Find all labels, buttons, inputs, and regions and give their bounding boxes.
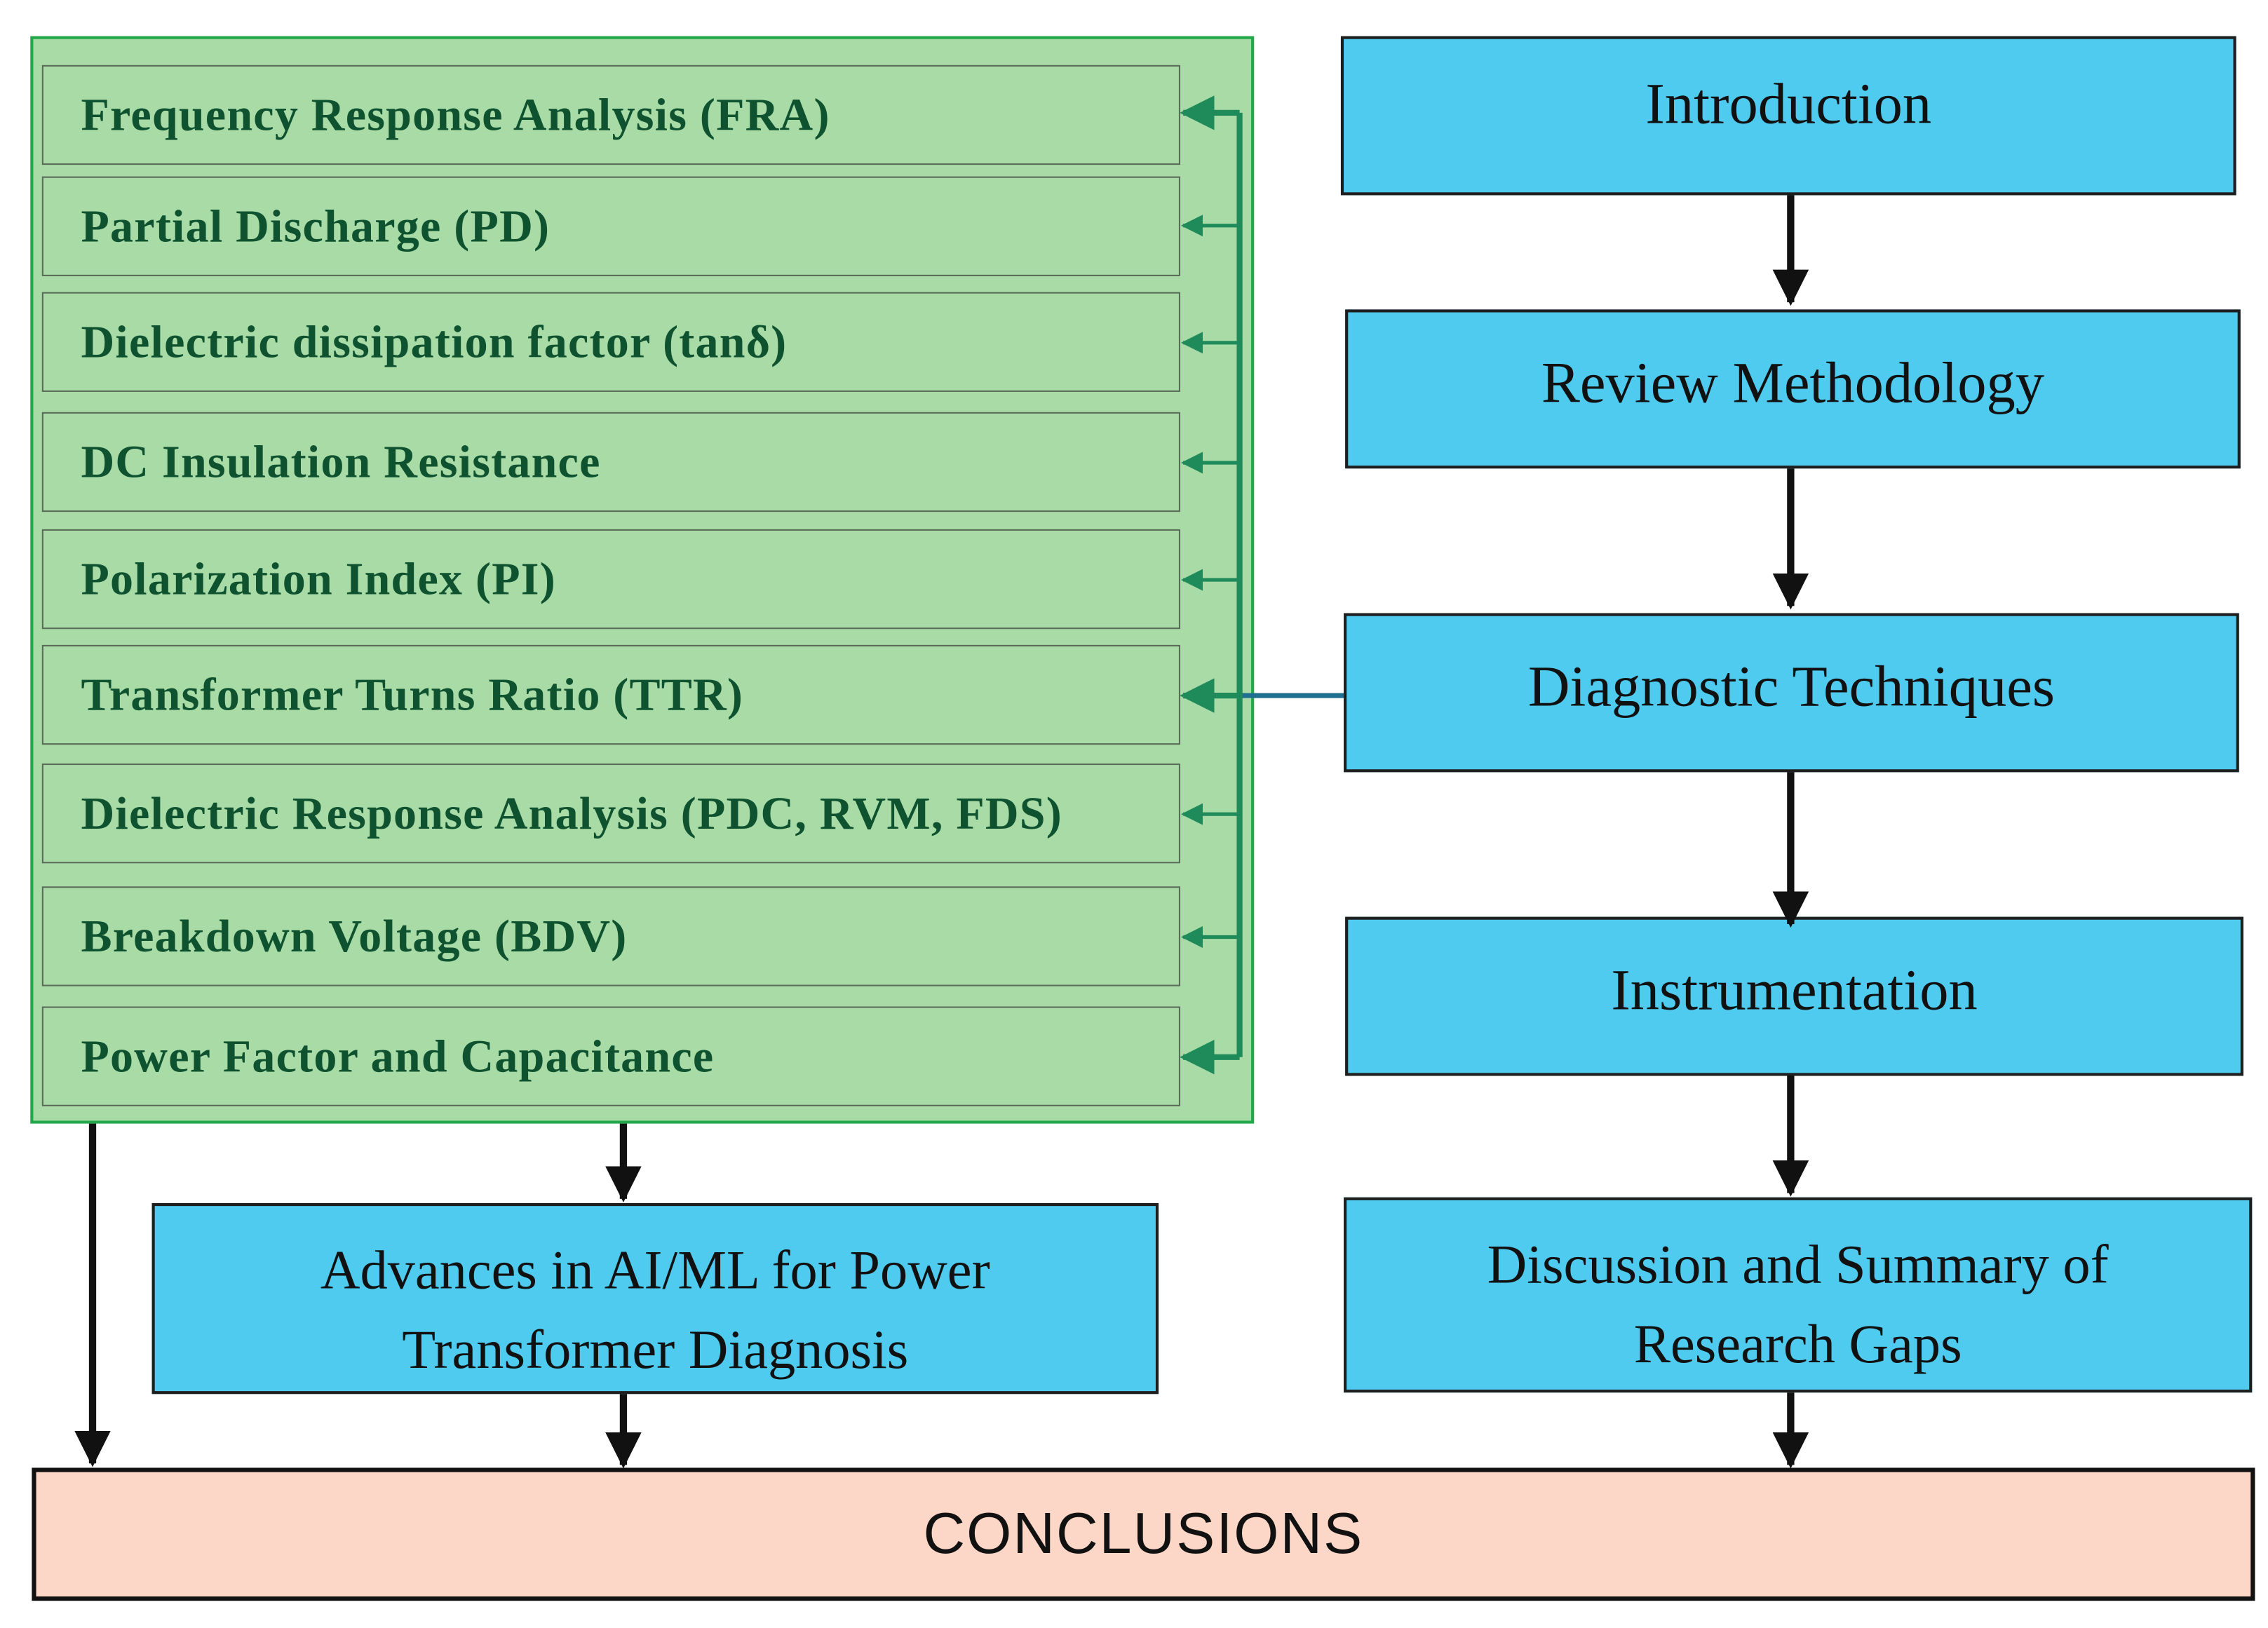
technique-bdv: Breakdown Voltage (BDV) bbox=[41, 886, 1180, 986]
technique-dc-insulation-resistance: DC Insulation Resistance bbox=[41, 412, 1180, 513]
advances-ai-ml-box: Advances in AI/ML for Power Transformer … bbox=[151, 1203, 1159, 1395]
technique-ttr: Transformer Turns Ratio (TTR) bbox=[41, 644, 1180, 745]
technique-power-factor: Power Factor and Capacitance bbox=[41, 1006, 1180, 1106]
introduction-box: Introduction bbox=[1340, 36, 2236, 196]
discussion-box: Discussion and Summary of Research Gaps bbox=[1344, 1197, 2253, 1393]
technique-pd: Partial Discharge (PD) bbox=[41, 176, 1180, 276]
diagnostic-techniques-box: Diagnostic Techniques bbox=[1344, 613, 2239, 773]
conclusions-box: CONCLUSIONS bbox=[32, 1467, 2255, 1601]
technique-fra: Frequency Response Analysis (FRA) bbox=[41, 65, 1180, 165]
technique-tan-delta: Dielectric dissipation factor (tanδ) bbox=[41, 292, 1180, 392]
technique-polarization-index: Polarization Index (PI) bbox=[41, 529, 1180, 630]
review-methodology-box: Review Methodology bbox=[1345, 309, 2241, 469]
technique-dielectric-response: Dielectric Response Analysis (PDC, RVM, … bbox=[41, 764, 1180, 864]
